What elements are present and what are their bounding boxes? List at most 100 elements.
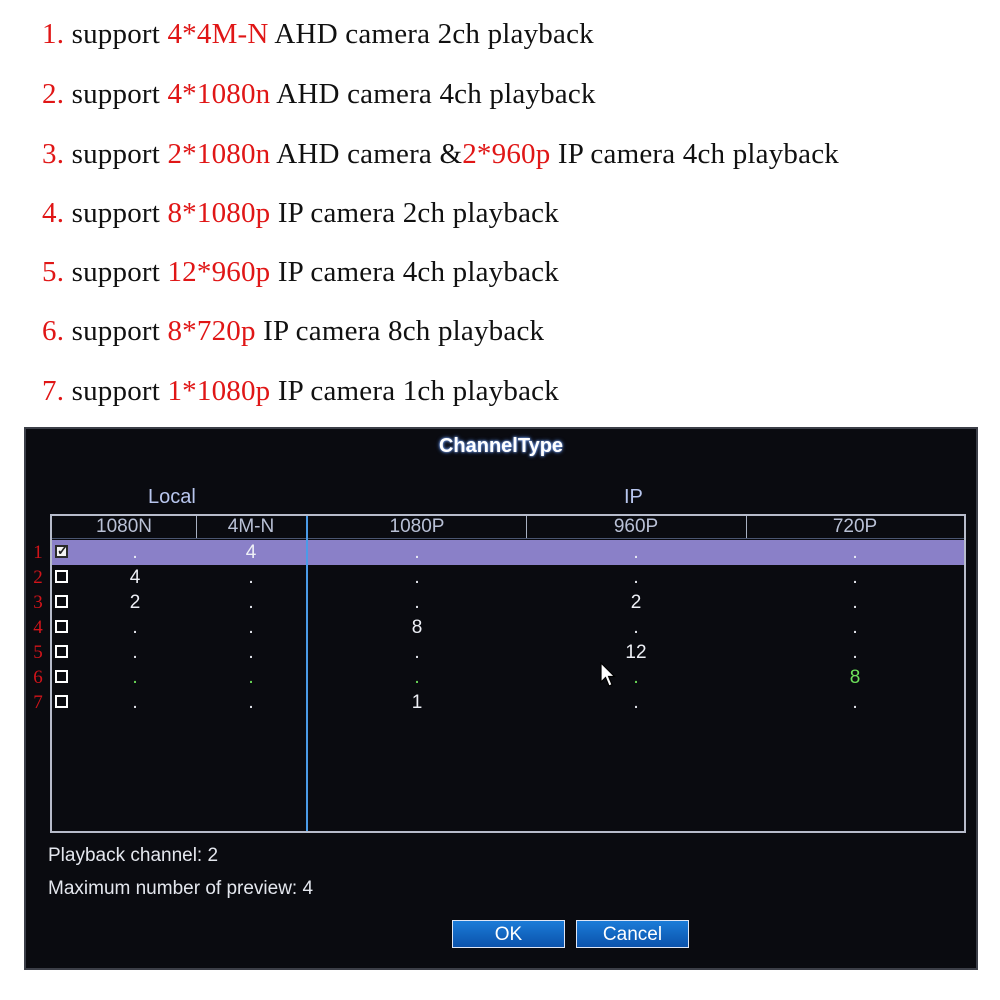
cell-4m-n: .	[248, 667, 254, 688]
note-6: 6. support 8*720p IP camera 8ch playback	[42, 315, 544, 348]
column-divider	[526, 516, 527, 538]
note-highlight: 4*1080n	[167, 78, 271, 110]
table-row[interactable]: 4 . . . .	[52, 565, 964, 590]
row-marker: 5	[33, 642, 43, 663]
playback-channel-text: Playback channel: 2	[48, 845, 219, 866]
row-checkbox[interactable]	[55, 670, 68, 683]
max-preview-text: Maximum number of preview: 4	[48, 878, 314, 899]
note-text: IP camera 2ch playback	[270, 197, 559, 229]
cell-1080p: .	[414, 667, 420, 688]
cell-1080n: .	[132, 642, 138, 663]
cell-1080n: .	[132, 617, 138, 638]
row-marker: 1	[33, 542, 43, 563]
note-highlight: 12*960p	[167, 256, 271, 288]
mouse-pointer-icon	[600, 662, 616, 687]
note-text: IP camera 8ch playback	[255, 315, 545, 347]
cell-4m-n: .	[248, 642, 254, 663]
note-highlight: 2*1080n	[167, 138, 271, 170]
column-divider	[746, 516, 747, 538]
note-highlight: 8*720p	[167, 315, 256, 347]
note-text: support	[64, 197, 168, 229]
note-number: 2.	[42, 78, 65, 110]
row-checkbox[interactable]	[55, 570, 68, 583]
column-header-720p: 720P	[832, 516, 878, 537]
table-row[interactable]: . . 8 . .	[52, 615, 964, 640]
cell-1080n: .	[132, 542, 138, 563]
note-3: 3. support 2*1080n AHD camera &2*960p IP…	[42, 138, 839, 171]
note-1: 1. support 4*4M-N AHD camera 2ch playbac…	[42, 18, 594, 51]
row-marker: 7	[33, 692, 43, 713]
note-number: 5.	[42, 256, 65, 288]
note-highlight: 4*4M-N	[167, 18, 269, 50]
table-row[interactable]: . . 1 . .	[52, 690, 964, 715]
row-marker: 4	[33, 617, 43, 638]
table-row[interactable]: . 4 . . .	[52, 540, 964, 565]
group-label-local: Local	[148, 486, 196, 508]
cell-960p: 12	[625, 642, 647, 663]
note-highlight: 2*960p	[462, 138, 551, 170]
note-number: 3.	[42, 138, 65, 170]
note-highlight: 1*1080p	[167, 375, 271, 407]
note-text: AHD camera 2ch playback	[268, 18, 594, 50]
table-row[interactable]: 2 . . 2 .	[52, 590, 964, 615]
note-text: IP camera 4ch playback	[550, 138, 839, 170]
cell-720p: .	[852, 592, 858, 613]
row-checkbox[interactable]	[55, 620, 68, 633]
cell-960p: .	[633, 692, 639, 713]
cell-1080n: .	[132, 667, 138, 688]
note-text: support	[64, 138, 168, 170]
cell-720p: .	[852, 617, 858, 638]
note-text: IP camera 4ch playback	[270, 256, 559, 288]
note-text: support	[64, 78, 168, 110]
cell-1080p: .	[414, 592, 420, 613]
note-text: AHD camera 4ch playback	[270, 78, 596, 110]
note-2: 2. support 4*1080n AHD camera 4ch playba…	[42, 78, 596, 111]
cell-1080n: 2	[129, 592, 141, 613]
header-divider	[52, 538, 964, 539]
row-checkbox[interactable]	[55, 645, 68, 658]
cell-1080p: .	[414, 542, 420, 563]
column-header-1080n: 1080N	[96, 516, 152, 537]
cell-1080n: 4	[129, 567, 141, 588]
cell-1080p: 8	[411, 617, 423, 638]
dialog-title: ChannelType	[438, 435, 564, 457]
cell-1080n: .	[132, 692, 138, 713]
row-checkbox[interactable]	[55, 695, 68, 708]
cell-720p: .	[852, 642, 858, 663]
column-header-1080p: 1080P	[389, 516, 445, 537]
note-5: 5. support 12*960p IP camera 4ch playbac…	[42, 256, 559, 289]
note-4: 4. support 8*1080p IP camera 2ch playbac…	[42, 197, 559, 230]
note-text: support	[64, 375, 168, 407]
cell-960p: .	[633, 567, 639, 588]
cell-960p: 2	[630, 592, 642, 613]
cell-1080p: 1	[411, 692, 423, 713]
cell-720p: 8	[849, 667, 861, 688]
note-7: 7. support 1*1080p IP camera 1ch playbac…	[42, 375, 559, 408]
cell-1080p: .	[414, 567, 420, 588]
cell-4m-n: .	[248, 617, 254, 638]
note-text: IP camera 1ch playback	[270, 375, 559, 407]
cell-4m-n: .	[248, 692, 254, 713]
table-row[interactable]: . . . 12 .	[52, 640, 964, 665]
cell-960p: .	[633, 617, 639, 638]
cancel-button[interactable]: Cancel	[576, 920, 689, 948]
note-text: support	[64, 18, 168, 50]
cell-4m-n: 4	[245, 542, 257, 563]
note-text: support	[64, 256, 168, 288]
note-number: 7.	[42, 375, 65, 407]
row-checkbox[interactable]	[55, 595, 68, 608]
note-number: 1.	[42, 18, 65, 50]
cell-720p: .	[852, 692, 858, 713]
note-number: 6.	[42, 315, 65, 347]
cell-960p: .	[633, 542, 639, 563]
support-notes: 1. support 4*4M-N AHD camera 2ch playbac…	[0, 0, 1000, 420]
local-ip-divider	[306, 516, 308, 831]
ok-button[interactable]: OK	[452, 920, 565, 948]
cell-1080p: .	[414, 642, 420, 663]
row-checkbox[interactable]	[55, 543, 68, 559]
cell-720p: .	[852, 567, 858, 588]
table-row[interactable]: . . . . 8	[52, 665, 964, 690]
note-text: support	[64, 315, 168, 347]
cell-960p: .	[633, 667, 639, 688]
row-marker: 2	[33, 567, 43, 588]
